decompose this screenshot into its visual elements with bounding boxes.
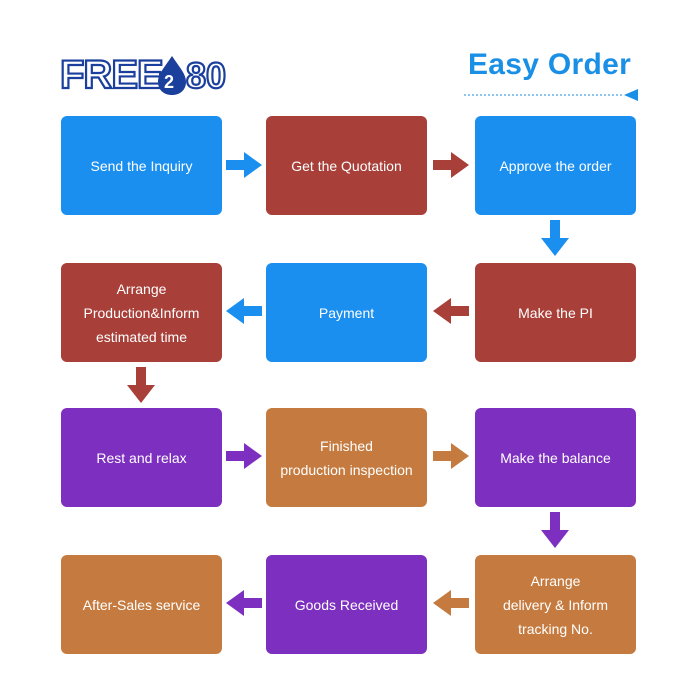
arrow-left-icon [433, 590, 469, 616]
step-goods-received: Goods Received [266, 555, 427, 654]
svg-text:FREE: FREE [60, 53, 163, 97]
step-make-pi: Make the PI [475, 263, 636, 362]
step-approve-order: Approve the order [475, 116, 636, 215]
arrow-shape [226, 590, 262, 616]
step-label: Rest and relax [96, 449, 187, 466]
step-label: Arrange delivery & Inform tracking No. [502, 572, 609, 637]
step-payment: Payment [266, 263, 427, 362]
step-arrange-delivery: Arrange delivery & Inform tracking No. [475, 555, 636, 654]
arrow-right-icon [226, 152, 262, 178]
arrow-right-icon [226, 443, 262, 469]
step-label: Goods Received [294, 596, 399, 613]
step-arrange-production: Arrange Production&Inform estimated time [61, 263, 222, 362]
step-label: Send the Inquiry [90, 157, 193, 174]
step-get-quotation: Get the Quotation [266, 116, 427, 215]
arrow-left-icon [226, 298, 262, 324]
step-production-inspection: Finished production inspection [266, 408, 427, 507]
step-label: After-Sales service [82, 596, 201, 613]
step-send-inquiry: Send the Inquiry [61, 116, 222, 215]
arrow-left-icon [433, 298, 469, 324]
svg-text:2: 2 [164, 72, 174, 92]
arrow-shape [433, 298, 469, 324]
svg-text:80: 80 [186, 55, 226, 96]
step-label: Finished production inspection [280, 437, 413, 478]
arrow-down-icon [127, 367, 155, 403]
arrow-shape [541, 512, 569, 548]
arrow-down-icon [541, 512, 569, 548]
arrow-shape [226, 443, 262, 469]
step-label: Arrange Production&Inform estimated time [83, 280, 200, 345]
arrow-right-icon [433, 443, 469, 469]
arrow-shape [433, 590, 469, 616]
step-label: Approve the order [499, 157, 612, 174]
arrow-right-icon [433, 152, 469, 178]
arrow-shape [226, 152, 262, 178]
step-label: Make the balance [500, 449, 611, 466]
arrow-down-icon [541, 220, 569, 256]
arrow-shape [127, 367, 155, 403]
step-label: Get the Quotation [291, 157, 402, 174]
arrow-shape [541, 220, 569, 256]
arrow-shape [433, 152, 469, 178]
free280-logo: FREE 2 80 [58, 50, 238, 98]
arrow-shape [433, 443, 469, 469]
step-rest-relax: Rest and relax [61, 408, 222, 507]
step-label: Payment [318, 304, 375, 321]
step-after-sales: After-Sales service [61, 555, 222, 654]
page-title: Easy Order [467, 48, 632, 81]
title-block: Easy Order [462, 46, 640, 101]
arrow-left-icon [226, 590, 262, 616]
step-make-balance: Make the balance [475, 408, 636, 507]
title-underline [464, 88, 638, 101]
arrow-shape [226, 298, 262, 324]
step-label: Make the PI [518, 304, 593, 321]
